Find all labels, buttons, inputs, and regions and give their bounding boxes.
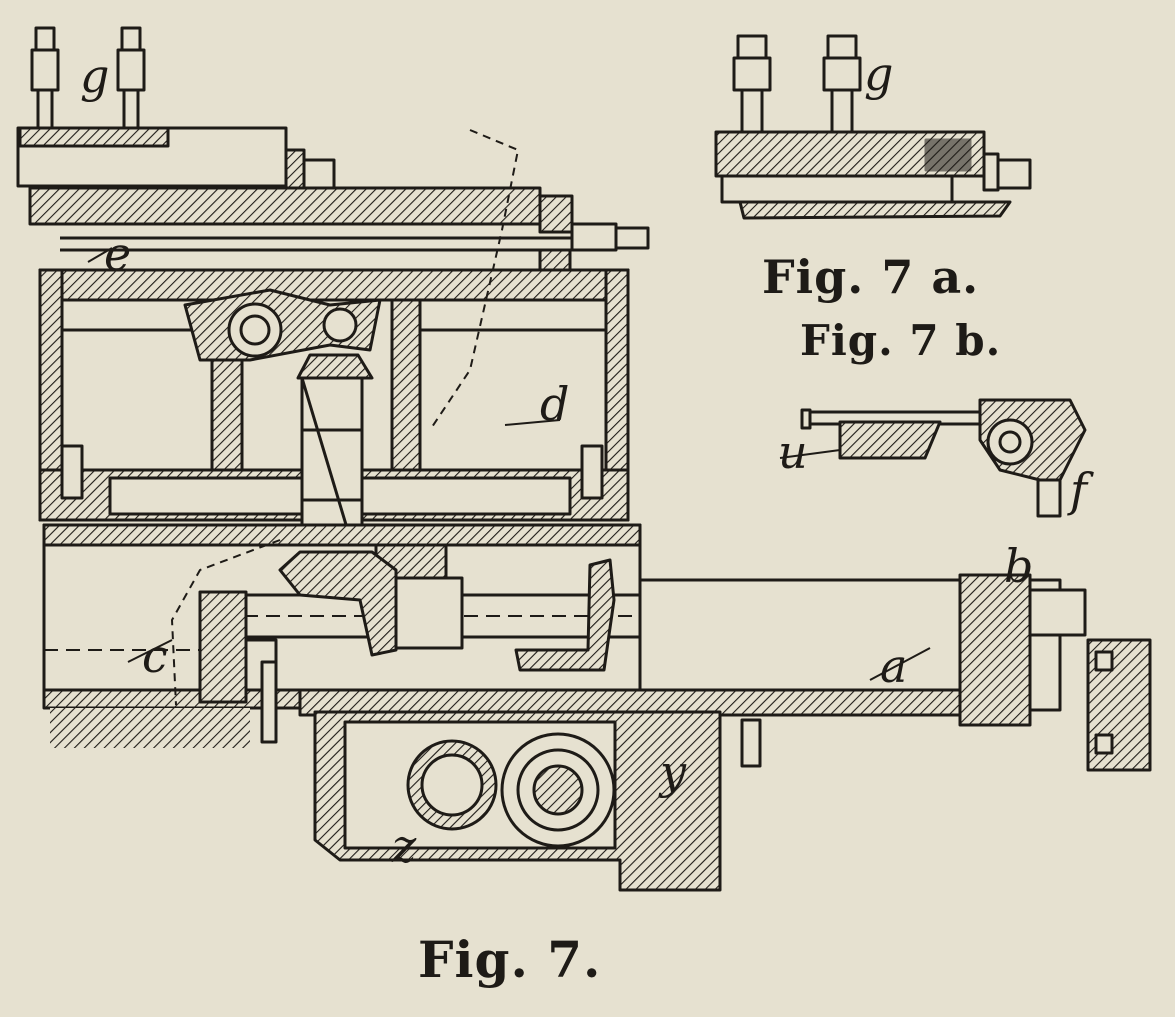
slide-bar: [28, 186, 650, 302]
lower-frame: [42, 523, 1152, 772]
label-u: u: [778, 425, 808, 479]
dashed-contour: [171, 539, 281, 706]
caption-fig-7: Fig. 7.: [418, 930, 602, 989]
leader-d: [504, 419, 561, 426]
label-a: a: [880, 639, 907, 693]
worm-gearbox: [313, 710, 722, 892]
label-d: d: [540, 377, 569, 431]
swing-path: [429, 129, 519, 431]
label-c: c: [142, 629, 168, 683]
label-b: b: [1004, 539, 1033, 593]
fig7-assembly: [16, 26, 1152, 892]
top-clamp-plate: [16, 26, 336, 194]
label-y: y: [658, 745, 687, 799]
fig7a-detail: [714, 34, 1032, 220]
caption-fig-7b: Fig. 7 b.: [800, 316, 1002, 365]
caption-fig-7a: Fig. 7 a.: [762, 250, 980, 304]
fig7b-detail: [800, 398, 1087, 518]
label-g-main: g: [80, 49, 109, 103]
label-g-7a: g: [864, 47, 893, 101]
label-e: e: [104, 227, 131, 281]
label-z: z: [391, 819, 417, 873]
label-f: f: [1067, 463, 1094, 517]
